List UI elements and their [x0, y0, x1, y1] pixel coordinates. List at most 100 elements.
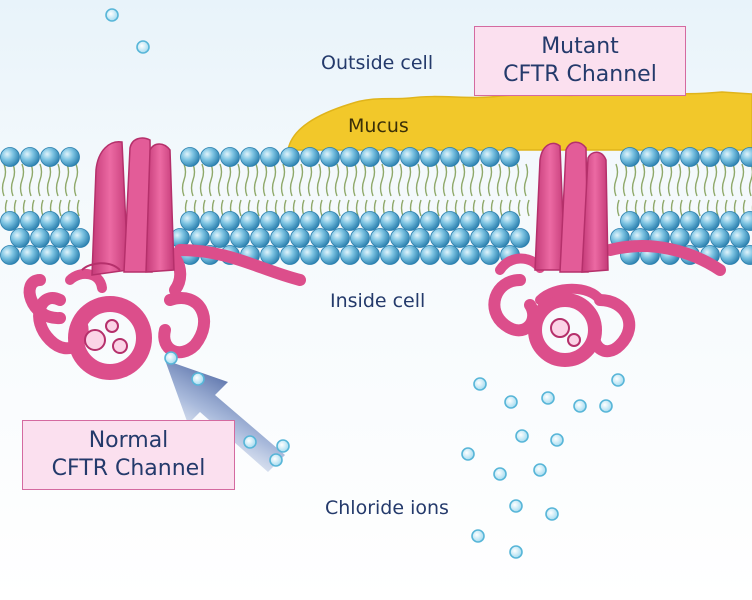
lipid-tail	[499, 199, 503, 217]
lipid-tail	[316, 163, 322, 197]
lipid-head	[500, 211, 520, 231]
lipid-head	[720, 211, 740, 231]
chloride-ion	[471, 529, 485, 543]
lipid-head	[480, 245, 500, 265]
lipid-tail	[622, 163, 628, 197]
lipid-tail	[388, 163, 394, 197]
lipid-head	[0, 147, 20, 167]
chloride-ion	[545, 507, 559, 521]
lipid-head	[220, 211, 240, 231]
normal-cftr-protein	[23, 137, 306, 380]
lipid-head	[320, 245, 340, 265]
chloride-ion	[509, 499, 523, 513]
lipid-tail	[64, 163, 70, 197]
lipid-head	[740, 211, 752, 231]
lipid-tail	[343, 163, 349, 197]
lipid-head	[470, 228, 490, 248]
mutant-line1: Mutant	[541, 34, 619, 59]
lipid-head	[60, 147, 80, 167]
lipid-tail	[415, 163, 421, 197]
normal-line2: CFTR Channel	[51, 456, 206, 481]
lipid-tail	[721, 163, 727, 197]
lipid-head	[420, 211, 440, 231]
lipid-head	[400, 245, 420, 265]
lipid-head	[280, 147, 300, 167]
lipid-head	[380, 211, 400, 231]
lipid-tail	[226, 163, 232, 197]
chloride-ion	[191, 372, 205, 386]
lipid-tail	[235, 163, 241, 197]
lipid-tail	[685, 163, 691, 197]
lipid-head	[290, 228, 310, 248]
lipid-tail	[73, 163, 79, 197]
lipid-tail	[370, 163, 376, 197]
lipid-head	[740, 245, 752, 265]
lipid-head	[240, 147, 260, 167]
lipid-tail	[631, 163, 637, 197]
lipid-head	[740, 147, 752, 167]
lipid-tail	[262, 163, 268, 197]
lipid-tail	[433, 163, 439, 197]
lipid-head	[460, 211, 480, 231]
lipid-tail	[469, 163, 475, 197]
lipid-head	[0, 245, 20, 265]
lipid-tail	[676, 163, 682, 197]
lipid-head	[660, 211, 680, 231]
lipid-head	[240, 211, 260, 231]
chloride-ion	[136, 40, 150, 54]
normal-cftr-label-box: Normal CFTR Channel	[22, 420, 235, 490]
lipid-tail	[289, 163, 295, 197]
lipid-tail	[514, 163, 520, 197]
lipid-tail	[406, 163, 412, 197]
lipid-head	[450, 228, 470, 248]
lipid-head	[40, 245, 60, 265]
lipid-head	[430, 228, 450, 248]
lipid-tail	[523, 163, 529, 197]
lipid-head	[300, 245, 320, 265]
chloride-ion	[599, 399, 613, 413]
lipid-tail	[451, 163, 457, 197]
lipid-tail	[478, 163, 484, 197]
lipid-head	[420, 147, 440, 167]
mutant-cftr-protein	[488, 141, 726, 367]
lipid-tail	[730, 163, 736, 197]
lipid-tail	[190, 163, 196, 197]
lipid-tail	[424, 163, 430, 197]
chloride-ion	[461, 447, 475, 461]
lipid-head	[320, 211, 340, 231]
lipid-tail	[694, 163, 700, 197]
lipid-tail	[334, 163, 340, 197]
lipid-head	[710, 228, 730, 248]
mutant-line2: CFTR Channel	[503, 62, 657, 87]
lipid-head	[300, 211, 320, 231]
lipid-tail	[418, 199, 422, 217]
lipid-head	[30, 228, 50, 248]
lipid-head	[260, 211, 280, 231]
lipid-head	[400, 211, 420, 231]
lipid-head	[730, 228, 750, 248]
lipid-head	[270, 228, 290, 248]
lipid-tail	[181, 163, 187, 197]
lipid-tail	[271, 163, 277, 197]
lipid-head	[500, 147, 520, 167]
lipid-tail	[487, 163, 493, 197]
lipid-head	[180, 147, 200, 167]
lipid-head	[380, 245, 400, 265]
lipid-tail	[307, 163, 313, 197]
lipid-head	[460, 245, 480, 265]
lipid-tail	[679, 199, 683, 217]
lipid-tail	[46, 163, 52, 197]
chloride-ion	[611, 373, 625, 387]
lipid-tail	[337, 199, 341, 217]
lipid-tail	[238, 199, 242, 217]
chloride-ion	[541, 391, 555, 405]
lipid-head	[20, 147, 40, 167]
chloride-ion	[550, 433, 564, 447]
lipid-head	[370, 228, 390, 248]
lipid-head	[620, 211, 640, 231]
chloride-ion	[504, 395, 518, 409]
lipid-head	[340, 147, 360, 167]
lipid-tail	[58, 199, 62, 217]
lipid-tail	[460, 163, 466, 197]
